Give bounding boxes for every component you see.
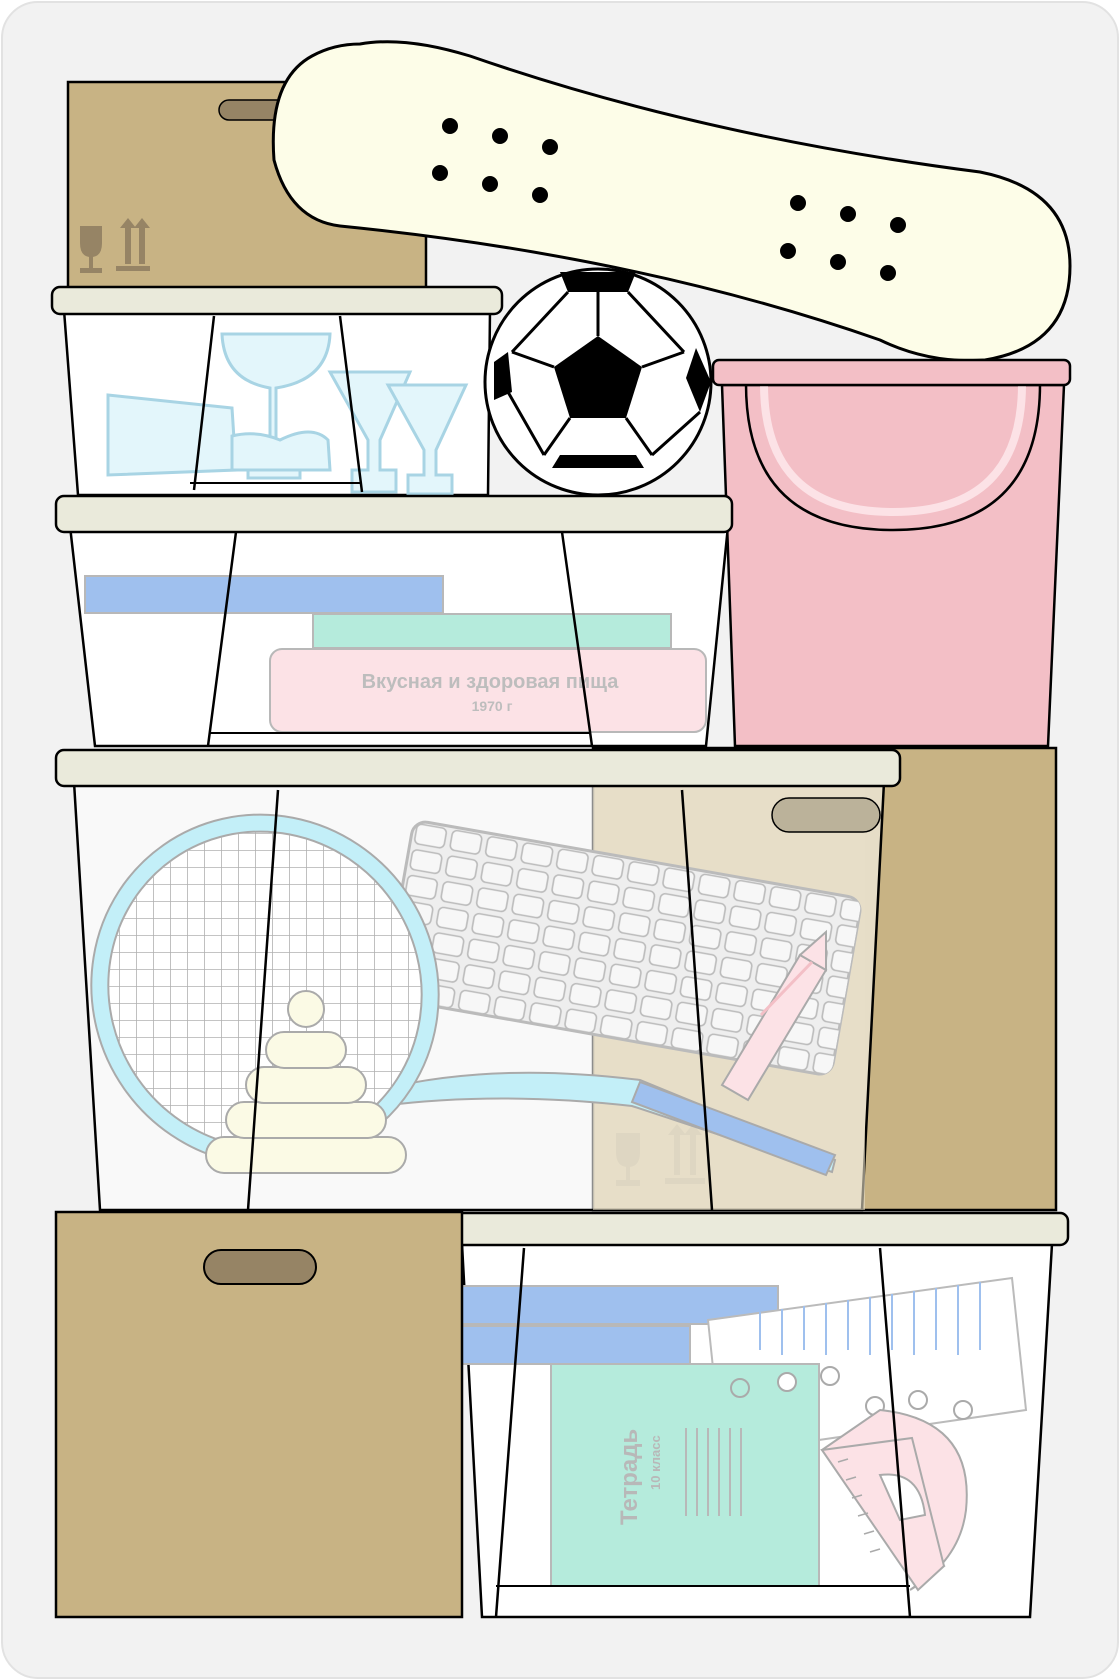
notebook: Тетрадь 10 класс	[550, 1363, 820, 1587]
ruler-clips	[730, 1366, 973, 1420]
snowboard	[271, 40, 1072, 363]
pencil	[720, 929, 828, 1102]
cookbook-title: Вкусная и здоровая пища	[362, 671, 620, 693]
lid	[54, 748, 902, 788]
ring-pyramid-toy	[205, 990, 407, 1174]
notebook-grade: 10 класс	[648, 1435, 663, 1490]
keyboard	[382, 819, 863, 1077]
fragile-glass-icon	[80, 226, 102, 273]
box-handle	[203, 1249, 317, 1285]
plastic-box-toys	[54, 748, 902, 1212]
box-handle	[771, 797, 881, 833]
cookbook-year: 1970 г	[472, 698, 513, 714]
cardboard-box-bottom	[54, 1210, 464, 1619]
book-blue	[84, 575, 444, 614]
lid	[54, 494, 734, 534]
cookbook: Вкусная и здоровая пища 1970 г	[269, 648, 707, 733]
protractor	[820, 1408, 968, 1592]
plastic-box-glasses	[50, 285, 504, 497]
book-blue	[439, 1325, 691, 1365]
bucket-rim	[711, 358, 1072, 387]
plastic-box-school: Тетрадь 10 класс	[438, 1211, 1070, 1619]
binding-holes-right	[780, 195, 906, 281]
soccer-ball	[483, 267, 713, 497]
lid	[438, 1211, 1070, 1247]
lid	[50, 285, 504, 316]
pink-bucket	[711, 358, 1072, 748]
book-mint	[312, 613, 672, 649]
notebook-title: Тетрадь	[616, 1429, 643, 1525]
plastic-box-books: Вкусная и здоровая пища 1970 г	[54, 494, 734, 748]
this-way-up-icon	[116, 218, 150, 271]
binding-holes-left	[432, 118, 558, 203]
